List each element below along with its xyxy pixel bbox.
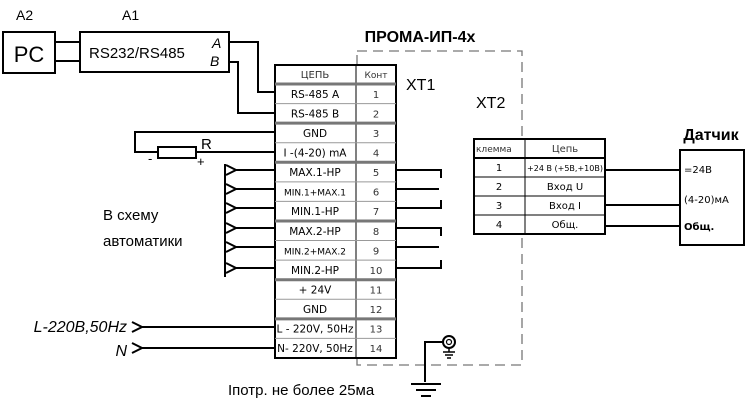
xt1-circuit-cell: N- 220V, 50Hz	[277, 343, 353, 355]
xt1-contact-cell: 11	[370, 285, 383, 296]
converter-block	[79, 31, 230, 73]
sensor-pin-24v: =24В	[684, 165, 712, 176]
xt2-circuit-cell: Общ.	[552, 220, 579, 231]
converter-pin-a: A	[211, 35, 221, 51]
xt1-contact-cell: 9	[373, 246, 379, 257]
xt1-contact-cell: 4	[373, 148, 379, 159]
xt1-contact-cell: 14	[370, 344, 383, 355]
consumption-note: Iпотр. не более 25ма	[228, 382, 375, 399]
xt1-circuit-cell: RS-485 B	[291, 108, 339, 120]
xt2-circuit-cell: Вход I	[549, 201, 581, 212]
resistor-plus: +	[197, 154, 205, 169]
xt2-label: XT2	[476, 95, 505, 112]
pc-designator: A2	[16, 7, 33, 23]
xt1-circuit-cell: L - 220V, 50Hz	[277, 324, 354, 336]
xt2-terminal-cell: 2	[496, 182, 502, 193]
xt1-header-circuit: ЦЕПЬ	[301, 70, 330, 81]
power-line-label: L-220В,50Hz	[34, 319, 127, 336]
sensor-title: Датчик	[683, 127, 739, 144]
xt1-contact-cell: 1	[373, 90, 379, 101]
xt2-terminal-table: клемма Цепь 1 +24 В (+5В,+10В) 2 Вход U 3 Вхо…	[473, 138, 606, 235]
xt1-circuit-cell: GND	[303, 128, 327, 140]
resistor-minus: -	[148, 151, 152, 166]
xt2-header-terminal: клемма	[476, 145, 512, 155]
relay-jumper-4	[396, 227, 442, 236]
sensor-pin-signal: (4-20)мА	[684, 195, 729, 206]
xt1-circuit-cell: MIN.2+MAX.2	[284, 247, 346, 257]
resistor-label: R	[201, 136, 212, 153]
relay-jumper-6	[396, 260, 442, 269]
xt1-circuit-cell: MIN.1+MAX.1	[284, 189, 346, 199]
sensor-pin-common: Общ.	[684, 221, 714, 233]
xt1-contact-cell: 6	[373, 188, 379, 199]
xt1-contact-cell: 8	[373, 227, 379, 238]
xt2-terminal-cell: 4	[496, 220, 502, 231]
xt2-circuit-cell: +24 В (+5В,+10В)	[527, 164, 603, 173]
xt2-header-circuit: Цепь	[552, 144, 578, 155]
xt2-circuit-cell: Вход U	[547, 182, 583, 193]
resistor-symbol	[157, 146, 197, 159]
xt1-contact-cell: 13	[370, 325, 383, 336]
xt2-terminal-cell: 3	[496, 201, 502, 212]
chassis-ground-icon	[424, 335, 456, 382]
xt2-terminal-cell: 1	[496, 163, 502, 174]
xt1-circuit-cell: MAX.2-HP	[289, 226, 340, 238]
power-neutral-label: N	[115, 343, 127, 360]
xt1-contact-cell: 12	[370, 305, 383, 316]
xt1-contact-cell: 5	[373, 168, 379, 179]
xt1-circuit-cell: MAX.1-HP	[289, 167, 340, 179]
relay-jumper-3	[396, 200, 442, 209]
xt1-circuit-cell: + 24V	[299, 284, 332, 296]
pc-block	[2, 31, 56, 74]
sensor-block	[679, 149, 745, 246]
device-title: ПРОМА-ИП-4х	[365, 29, 476, 46]
xt1-circuit-cell: MIN.1-HP	[291, 206, 339, 218]
xt1-label: XT1	[406, 77, 435, 94]
automation-label-line1: В схему	[103, 207, 159, 224]
rs485-b-wire	[229, 61, 275, 114]
xt1-contact-cell: 3	[373, 129, 379, 140]
relay-jumper-1	[396, 169, 442, 178]
xt1-circuit-cell: GND	[303, 304, 327, 316]
xt1-circuit-cell: I -(4-20) mA	[284, 147, 348, 159]
resistor-loop-wire	[134, 131, 275, 153]
pc-label: PC	[14, 42, 45, 67]
converter-designator: A1	[122, 7, 139, 23]
xt1-contact-cell: 10	[370, 266, 383, 277]
converter-pin-b: B	[210, 53, 219, 69]
xt1-contact-cell: 7	[373, 207, 379, 218]
xt1-contact-cell: 2	[373, 109, 379, 120]
automation-label-line2: автоматики	[103, 233, 183, 250]
earth-ground-icon	[411, 383, 441, 397]
rs485-a-wire	[229, 41, 275, 93]
xt1-circuit-cell: RS-485 A	[291, 89, 340, 101]
converter-label: RS232/RS485	[89, 45, 185, 62]
xt1-header-contact: Конт	[364, 71, 387, 81]
xt1-circuit-cell: MIN.2-HP	[291, 265, 339, 277]
